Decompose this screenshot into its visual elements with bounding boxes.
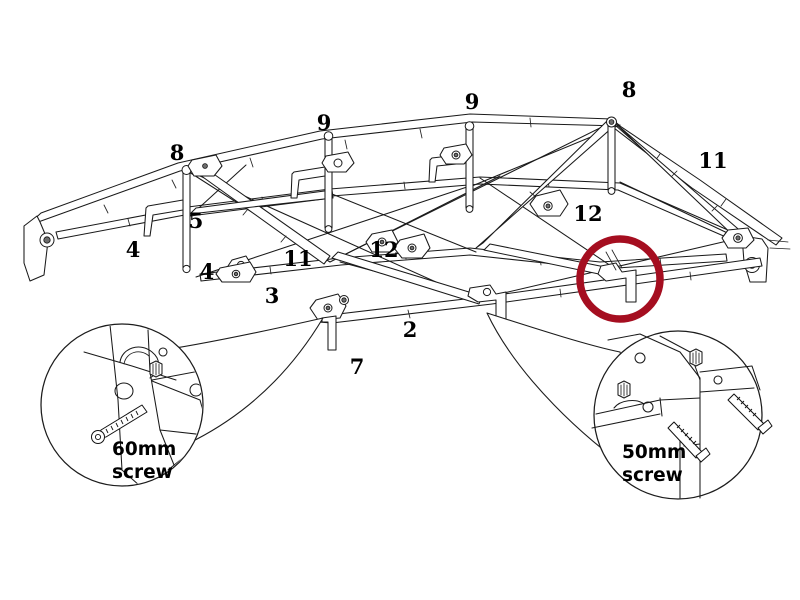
hub-far-right xyxy=(721,227,755,249)
callout-2: 2 xyxy=(403,317,418,342)
detail-right-label-line1: 50mm xyxy=(622,442,686,463)
hub-right-mid xyxy=(529,189,569,217)
callout-9-left: 9 xyxy=(317,110,332,135)
left-end-bracket xyxy=(23,215,55,282)
screw-50mm-icon-b xyxy=(667,421,711,463)
callout-8-left: 8 xyxy=(170,140,185,165)
callout-4-inner: 4 xyxy=(200,259,215,284)
callout-8-right: 8 xyxy=(622,77,637,102)
hub-ridge-left xyxy=(187,154,223,177)
detail-left-label-line2: screw xyxy=(112,462,173,483)
detail-view-60mm-screw: 60mm screw xyxy=(40,317,324,487)
detail-left-label-line1: 60mm xyxy=(112,439,176,460)
t-connector xyxy=(597,249,637,303)
scissor-arms xyxy=(189,119,745,305)
detail-right-content xyxy=(591,333,761,499)
detail-view-50mm-screw: 50mm screw xyxy=(486,312,773,500)
hub-ridge-mid xyxy=(321,151,355,173)
callout-12-right: 12 xyxy=(573,201,602,226)
callout-5: 5 xyxy=(189,208,204,233)
hub-ridge-right xyxy=(439,143,473,165)
callout-11-right: 11 xyxy=(698,148,727,173)
callout-11-left: 11 xyxy=(283,246,312,271)
callout-9-right: 9 xyxy=(465,89,480,114)
joint-hubs xyxy=(187,143,755,351)
screw-50mm-icon-a xyxy=(727,393,773,435)
detail-right-circle xyxy=(593,330,763,500)
callout-3: 3 xyxy=(265,283,280,308)
callout-12-left: 12 xyxy=(369,237,398,262)
hub-arm-knuckle xyxy=(215,261,257,283)
main-assembly: 8 9 9 8 11 5 4 4 11 12 12 3 2 7 xyxy=(23,77,791,379)
hub-front-left xyxy=(309,293,349,351)
callout-7: 7 xyxy=(350,354,365,379)
detail-right-label-line2: screw xyxy=(622,465,683,486)
front-eave-rail xyxy=(317,257,763,324)
nut-icon-right-top xyxy=(689,348,703,367)
ridge-bars xyxy=(27,113,783,246)
callout-4-outer: 4 xyxy=(126,237,141,262)
t-connector-highlight xyxy=(576,235,664,323)
nut-icon-right-left xyxy=(617,380,631,399)
callout-numbers: 8 9 9 8 11 5 4 4 11 12 12 3 2 7 xyxy=(126,77,728,379)
hub-center-left xyxy=(365,229,399,253)
hub-center-right xyxy=(393,233,431,259)
nut-icon-left xyxy=(149,360,163,378)
screw-60mm-icon xyxy=(91,404,148,444)
